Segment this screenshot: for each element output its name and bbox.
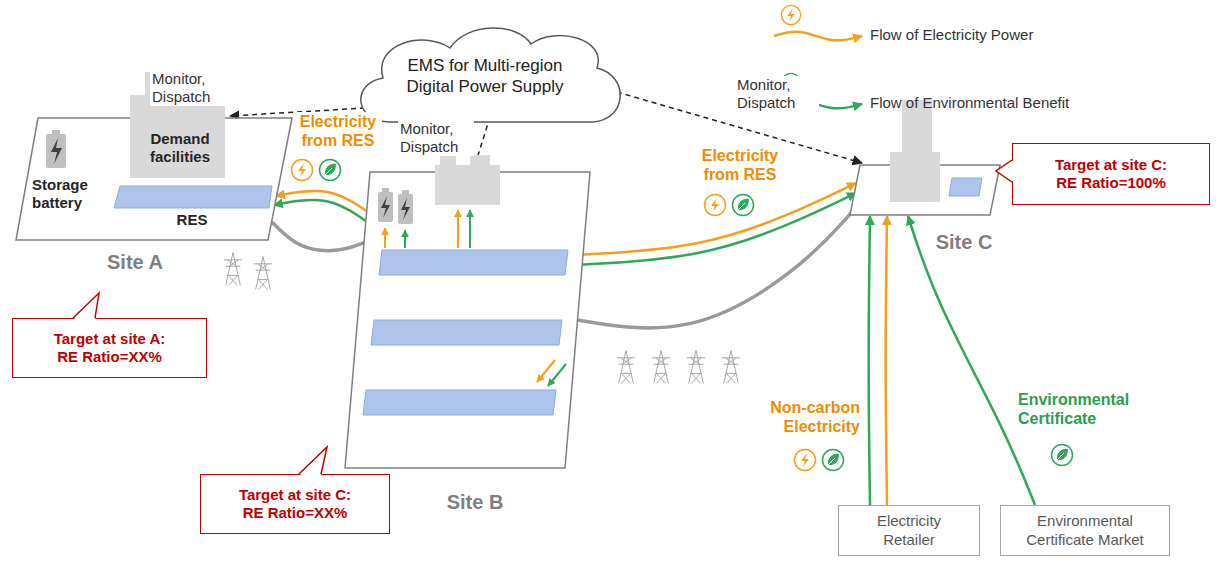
ems-cloud: EMS for Multi-region Digital Power Suppl… bbox=[345, 22, 625, 132]
flow-label: Environmental Certificate bbox=[1016, 390, 1152, 428]
source-box: Electricity Retailer bbox=[838, 505, 980, 556]
legend-text: Flow of Electricity Power bbox=[870, 26, 1033, 43]
certificate-arrow bbox=[908, 216, 1035, 505]
flow-label: Non-carbon Electricity bbox=[750, 398, 862, 436]
legend-arrow bbox=[774, 32, 862, 41]
tower-icon bbox=[224, 253, 242, 286]
site-area-outline bbox=[340, 120, 600, 515]
tower-icon bbox=[617, 351, 635, 384]
site-name: Site B bbox=[425, 490, 525, 514]
grid-line bbox=[577, 212, 852, 328]
target-callout: Target at site C: RE Ratio=100% bbox=[1012, 143, 1210, 205]
flow-icons bbox=[292, 160, 1073, 471]
connector-line bbox=[869, 216, 870, 505]
site-name: Site A bbox=[80, 250, 190, 274]
environment-icon bbox=[733, 195, 754, 216]
connector-line bbox=[272, 222, 366, 251]
flow-label: Electricity from RES bbox=[695, 146, 785, 184]
connector-line bbox=[274, 200, 366, 221]
tower-icon bbox=[687, 351, 705, 384]
target-callout: Target at site C: RE Ratio=XX% bbox=[200, 474, 390, 534]
supply-arrow bbox=[869, 216, 887, 505]
facility-label: Storage battery bbox=[32, 176, 102, 213]
site-name: Site C bbox=[928, 230, 1000, 254]
legend-text: Flow of Environmental Benefit bbox=[870, 94, 1069, 111]
legend-item: Flow of Electricity Power bbox=[770, 4, 1220, 54]
environment-icon bbox=[1052, 445, 1073, 466]
electricity-icon bbox=[795, 450, 816, 471]
environment-icon bbox=[823, 450, 844, 471]
flow-label: Monitor, Dispatch bbox=[735, 76, 819, 112]
electricity-icon bbox=[705, 195, 726, 216]
site-area: Site B bbox=[340, 120, 600, 515]
grid-line bbox=[272, 222, 366, 251]
target-callout: Target at site A: RE Ratio=XX% bbox=[12, 318, 207, 378]
legend-icon bbox=[781, 5, 800, 24]
connector-line bbox=[577, 212, 852, 328]
flow-label: Monitor, Dispatch bbox=[150, 70, 234, 106]
source-box: Environmental Certificate Market bbox=[1000, 505, 1170, 556]
callout-text: Target at site A: RE Ratio=XX% bbox=[44, 330, 176, 367]
legend-arrow bbox=[774, 100, 862, 109]
environment-icon bbox=[320, 160, 341, 181]
flow-label: Monitor, Dispatch bbox=[398, 120, 474, 156]
tower-icon bbox=[254, 257, 272, 290]
box-text: Electricity Retailer bbox=[859, 512, 959, 549]
tower-icon bbox=[652, 351, 670, 384]
facility-label: Demand facilities bbox=[140, 130, 220, 167]
box-text: Environmental Certificate Market bbox=[1010, 512, 1160, 549]
flow-label: Electricity from RES bbox=[294, 112, 382, 150]
cloud-text: EMS for Multi-region Digital Power Suppl… bbox=[395, 56, 575, 97]
connector-line bbox=[576, 193, 856, 265]
site-area: Site C bbox=[840, 90, 1010, 260]
legend-sample bbox=[770, 4, 868, 48]
electricity-icon bbox=[292, 160, 313, 181]
callout-text: Target at site C: RE Ratio=XX% bbox=[229, 486, 361, 523]
power-flow-arrow bbox=[274, 191, 368, 221]
facility-label: RES bbox=[170, 211, 214, 229]
connector-line bbox=[886, 216, 887, 505]
connector-line bbox=[908, 216, 1035, 505]
tower-icon bbox=[722, 351, 740, 384]
legend: Flow of Electricity PowerFlow of Environ… bbox=[770, 0, 1225, 140]
callout-text: Target at site C: RE Ratio=100% bbox=[1045, 156, 1177, 193]
legend-icon bbox=[781, 73, 800, 92]
connector-line bbox=[576, 183, 856, 255]
legend-item: Flow of Environmental Benefit bbox=[770, 72, 1220, 122]
